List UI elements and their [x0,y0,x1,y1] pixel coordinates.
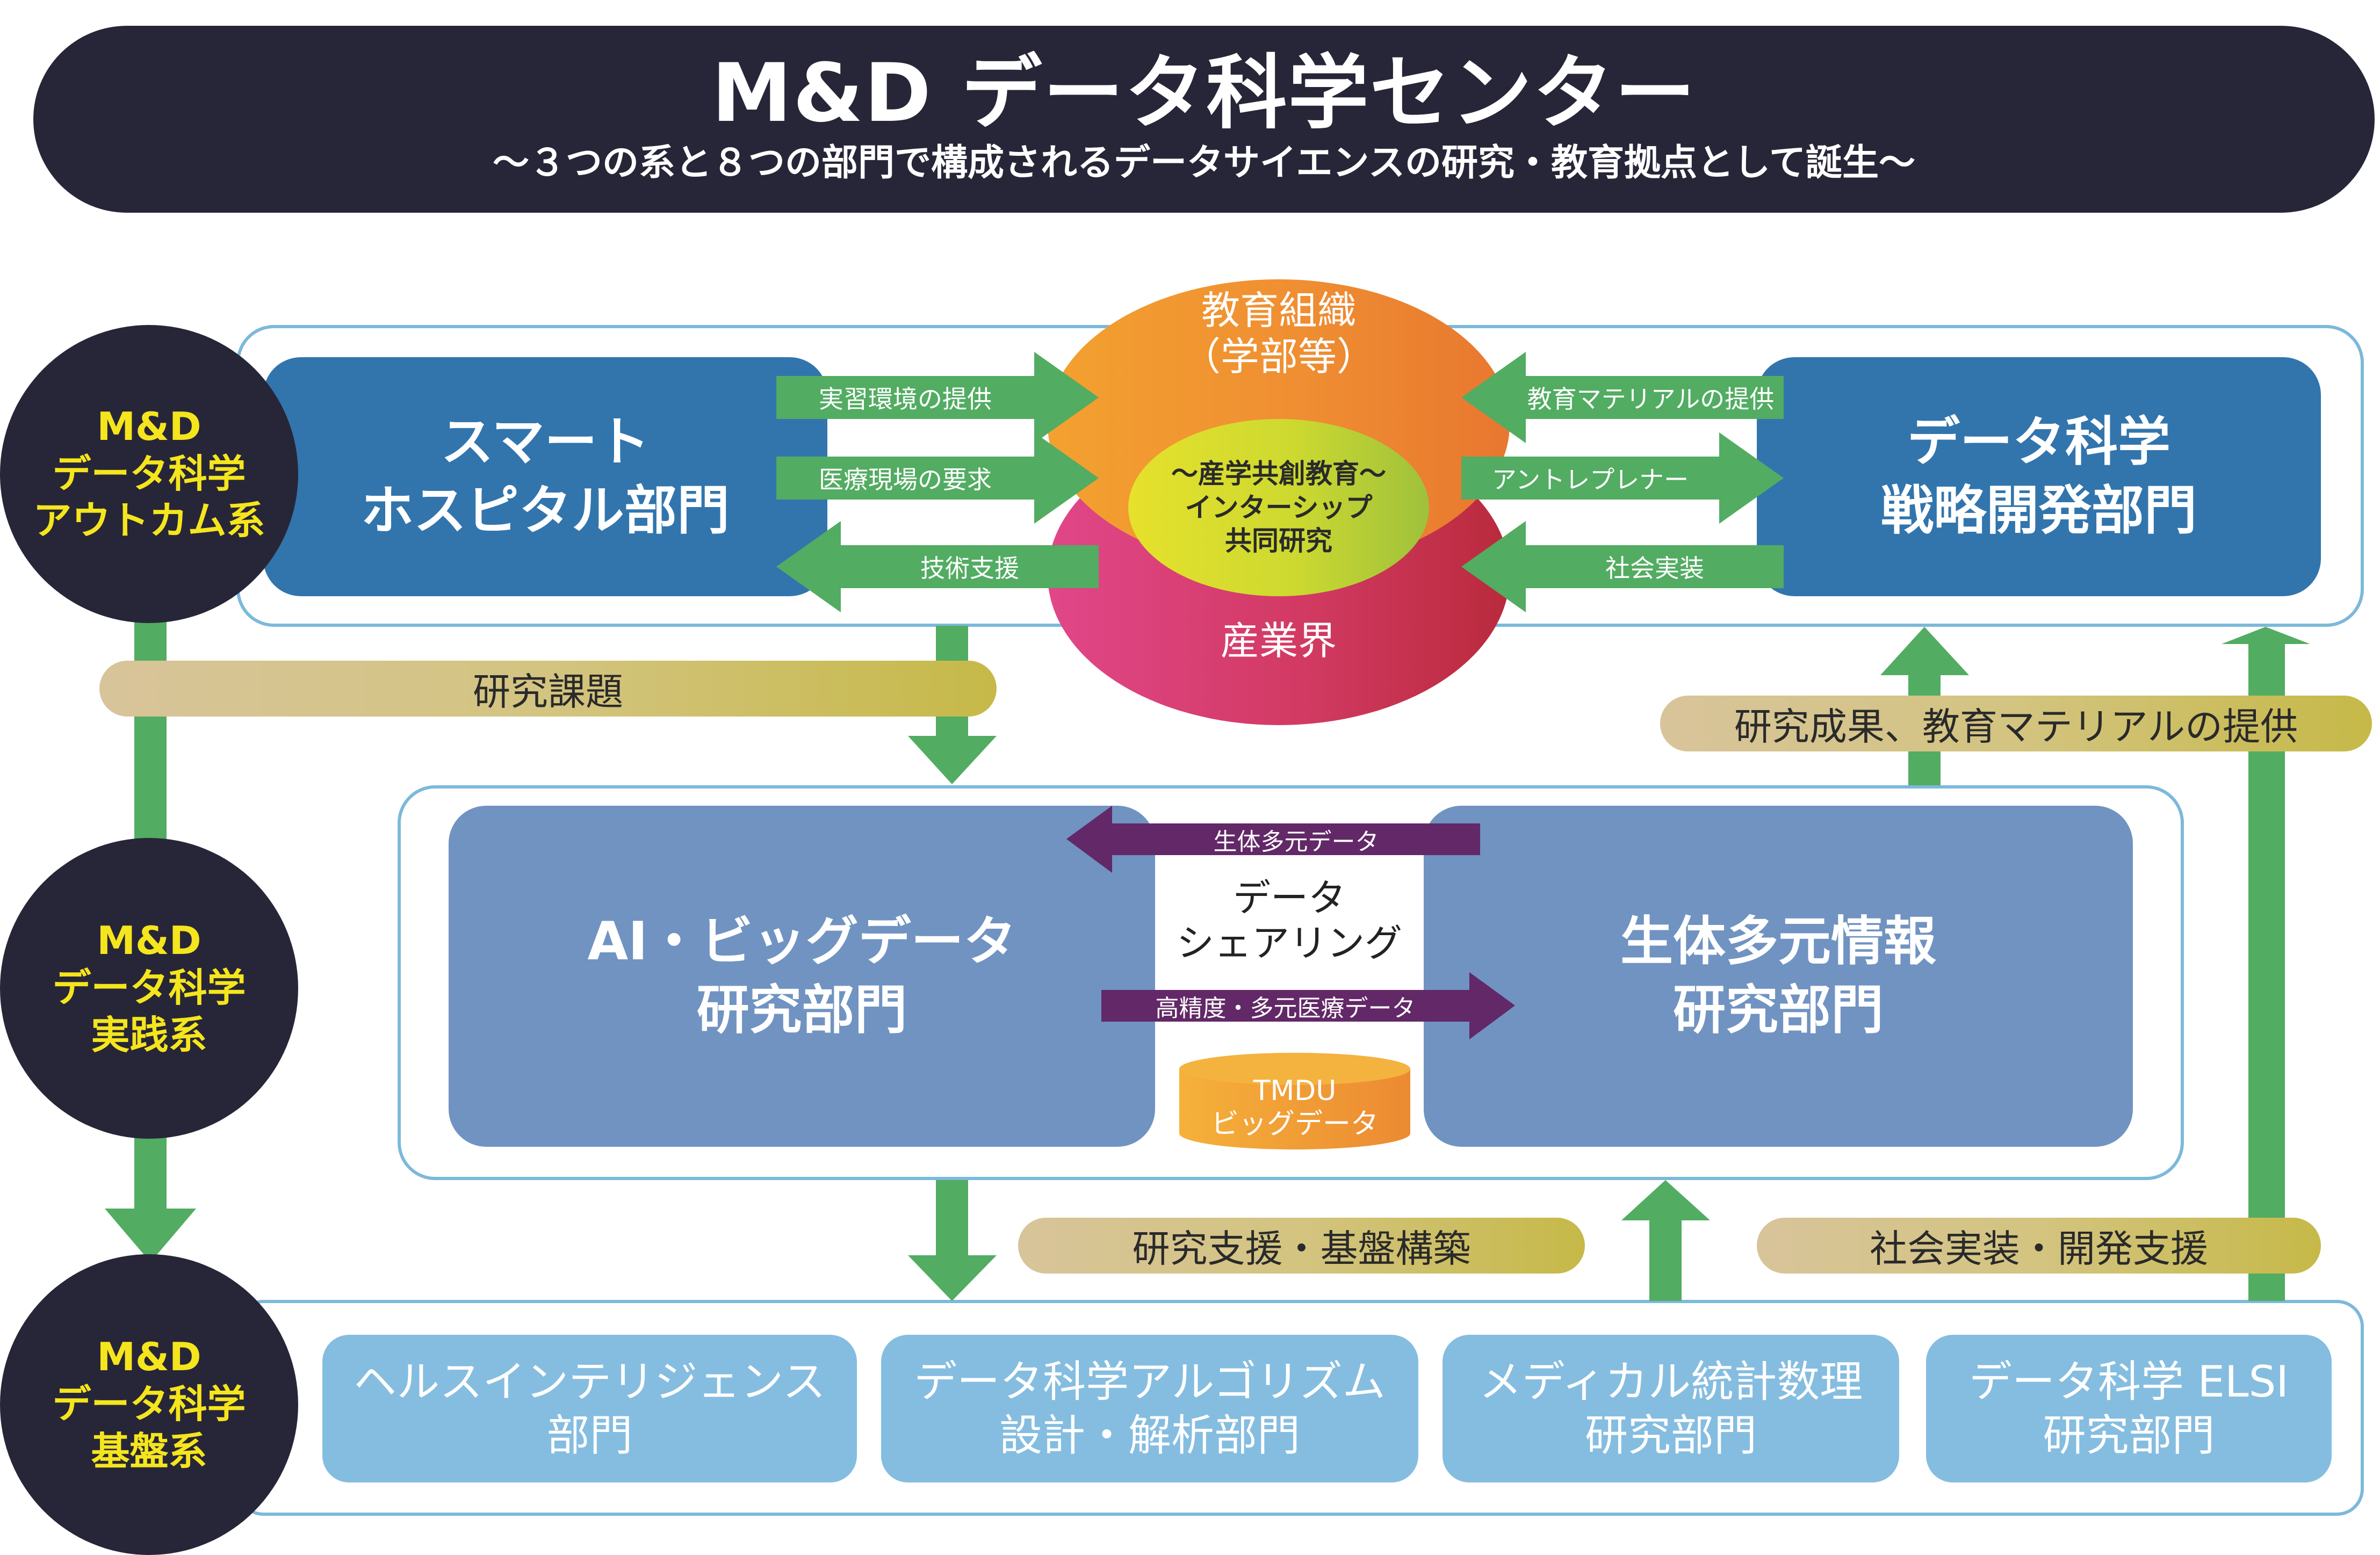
collaboration-ellipse: 〜産学共創教育〜 インターシップ 共同研究 [1128,419,1429,596]
base-to-strategy-arrow-up-icon [2222,627,2310,1301]
collab-line2: インターシップ [1185,491,1373,523]
smart-hospital-line1: スマート [441,411,650,473]
ai-bigdata-dept: AI・ビッグデータ 研究部門 [449,806,1155,1147]
title-banner: M&D データ科学センター 〜３つの系と８つの部門で構成されるデータサイエンスの… [33,26,2375,213]
algorithm-design-line2: 設計・解析部門 [999,1410,1300,1460]
data-sharing-line1: データ [1233,876,1346,920]
algorithm-design-dept: データ科学アルゴリズム 設計・解析部門 [881,1335,1418,1482]
arrow-medical-data: 高精度・多元医療データ [1101,972,1515,1039]
medical-statistics-line1: メディカル統計数理 [1479,1356,1863,1407]
arrow-education-material: 教育マテリアルの提供 [1461,352,1784,443]
education-label-line1: 教育組織 [1201,288,1356,333]
ai-bigdata-line1: AI・ビッグデータ [587,911,1016,973]
system-circle-outcome: M&D データ科学 アウトカム系 [0,325,298,623]
strategy-dept: データ科学 戦略開発部門 [1757,357,2321,596]
elsi-line1: データ科学 ELSI [1969,1356,2289,1407]
data-sharing-label: データ シェアリング [1155,876,1424,966]
spine-connector-top [134,618,167,854]
education-label: 教育組織 （学部等） [1101,287,1456,380]
health-intelligence-line2: 部門 [546,1410,633,1460]
data-sharing-line2: シェアリング [1177,921,1402,965]
elsi-line2: 研究部門 [2043,1410,2215,1460]
arrow-medical-needs-label: 医療現場の要求 [819,465,992,494]
arrow-education-material-label: 教育マテリアルの提供 [1527,385,1775,414]
ai-bigdata-line2: 研究部門 [696,979,907,1041]
arrow-practice-environment-label: 実習環境の提供 [819,385,992,414]
health-intelligence-line1: ヘルスインテリジェンス [354,1356,826,1407]
database-label-line2: ビッグデータ [1210,1108,1379,1141]
system-practice-line1: M&D [97,918,201,964]
medical-statistics-line2: 研究部門 [1585,1410,1757,1460]
arrow-social-implementation: 社会実装 [1461,521,1784,612]
system-practice-line2: データ科学 [52,965,246,1011]
arrow-entrepreneur: アントレプレナー [1461,432,1784,524]
arrow-technical-support-label: 技術支援 [920,554,1019,583]
database-label: TMDU ビッグデータ [1179,1074,1410,1141]
collab-line1: 〜産学共創教育〜 [1171,458,1386,490]
smart-hospital-line2: ホスピタル部門 [360,480,730,541]
system-circle-practice: M&D データ科学 実践系 [0,838,298,1139]
support-arrow-down-icon [908,1180,997,1301]
strategy-line1: データ科学 [1907,411,2170,473]
bio-multi-line2: 研究部門 [1672,979,1884,1041]
smart-hospital-dept: スマート ホスピタル部門 [263,357,827,596]
system-base-line1: M&D [97,1334,201,1380]
pill-social-implementation: 社会実装・開発支援 [1757,1218,2321,1274]
base-to-practice-arrow-up-icon [1621,1180,1710,1301]
spine-arrow-down-icon [105,1133,196,1262]
collab-line3: 共同研究 [1225,525,1332,557]
strategy-line2: 戦略開発部門 [1880,480,2197,541]
bio-multi-dept: 生体多元情報 研究部門 [1424,806,2133,1147]
system-practice-line3: 実践系 [91,1012,207,1058]
arrow-medical-needs: 医療現場の要求 [776,432,1099,524]
system-circle-base: M&D データ科学 基盤系 [0,1254,298,1555]
bio-multi-line1: 生体多元情報 [1620,911,1936,973]
system-base-line2: データ科学 [52,1382,246,1427]
arrow-medical-data-label: 高精度・多元医療データ [1155,994,1416,1022]
arrow-social-implementation-label: 社会実装 [1605,554,1704,583]
page-title: M&D データ科学センター [711,47,1697,141]
education-label-line2: （学部等） [1181,334,1375,380]
pill-research-support: 研究支援・基盤構築 [1018,1218,1585,1274]
page-subtitle: 〜３つの系と８つの部門で構成されるデータサイエンスの研究・教育拠点として誕生〜 [493,141,1915,184]
database-label-line1: TMDU [1253,1075,1337,1107]
pill-results-materials: 研究成果、教育マテリアルの提供 [1660,696,2372,751]
arrow-bio-data-label: 生体多元データ [1213,828,1379,856]
algorithm-design-line1: データ科学アルゴリズム [914,1356,1386,1407]
pill-research-topics: 研究課題 [99,661,997,717]
system-outcome-line2: データ科学 [52,451,246,496]
arrow-practice-environment: 実習環境の提供 [776,352,1099,443]
health-intelligence-dept: ヘルスインテリジェンス 部門 [322,1335,857,1482]
arrow-technical-support: 技術支援 [776,521,1099,612]
system-outcome-line3: アウトカム系 [33,498,265,544]
database-icon: TMDU ビッグデータ [1179,1053,1410,1149]
elsi-dept: データ科学 ELSI 研究部門 [1926,1335,2332,1482]
arrow-entrepreneur-label: アントレプレナー [1491,465,1689,494]
system-outcome-line1: M&D [97,403,201,449]
medical-statistics-dept: メディカル統計数理 研究部門 [1443,1335,1899,1482]
arrow-bio-data: 生体多元データ [1066,806,1480,873]
industry-label: 産業界 [1220,618,1337,663]
system-base-line3: 基盤系 [91,1428,207,1474]
